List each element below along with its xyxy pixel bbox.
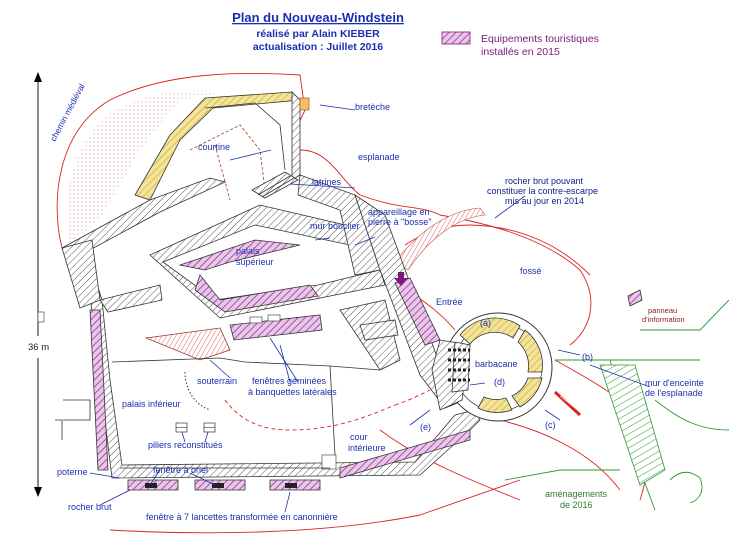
label-entree: Entrée [436,297,463,307]
legend-line-2: installés en 2015 [481,46,560,58]
label-chemin: chemin médiéval [48,82,87,143]
label-rocher-brut-3: mis au jour en 2014 [505,196,584,206]
label-fenetre-oriel: fenêtre à oriel [153,465,208,475]
label-panneau-2: d'information [642,315,685,324]
plan-author: réalisé par Alain KIEBER [256,28,380,40]
label-mur-bouclier-1: mur bouclier [310,221,360,231]
label-fenetres-2: à banquettes latérales [248,387,337,397]
label-barbacane: barbacane [475,359,518,369]
label-piliers: piliers reconstitués [148,440,223,450]
label-rocher-brut: rocher brut [68,502,112,512]
label-poterne: poterne [57,467,88,477]
label-appareillage-2: pierre à "bosse" [368,217,431,227]
label-c: (c) [545,420,556,430]
label-mur-enceinte-2: de l'esplanade [645,388,703,398]
plan-title: Plan du Nouveau-Windstein [232,10,404,25]
legend-swatch [441,31,471,45]
label-rocher-brut-1: rocher brut pouvant [505,176,584,186]
label-cour-2: intérieure [348,443,386,453]
scale-bar: 36 m [28,72,49,497]
label-breteche: bretèche [355,102,390,112]
label-souterrain: souterrain [197,376,237,386]
plan-update: actualisation : Juillet 2016 [253,41,383,53]
legend: Equipements touristiques installés en 20… [441,31,599,58]
label-mur-enceinte-1: mur d'enceinte [645,378,704,388]
label-rocher-brut-2: constituer la contre-escarpe [487,186,598,196]
label-appareillage-1: appareillage en [368,207,430,217]
label-fosse: fossé [520,266,542,276]
label-palais-superieur-2: supérieur [236,257,274,267]
label-d: (d) [494,377,505,387]
label-latrines: latrines [312,177,342,187]
scale-label: 36 m [28,342,49,353]
legend-line-1: Equipements touristiques [481,33,599,45]
label-courtine: courtine [198,142,230,152]
label-palais-superieur-1: palais [236,246,260,256]
label-b: (b) [582,352,593,362]
label-fenetre-7: fenêtre à 7 lancettes transformée en can… [146,512,338,522]
label-amenagements-1: aménagements [545,489,608,499]
label-fenetres-1: fenêtres géminées [252,376,327,386]
label-e: (e) [420,422,431,432]
label-palais-inferieur: palais inférieur [122,399,181,409]
label-esplanade: esplanade [358,152,400,162]
label-amenagements-2: de 2016 [560,500,593,510]
label-cour-1: cour [350,432,368,442]
label-panneau-1: panneau [648,306,677,315]
label-a: (a) [480,318,491,328]
